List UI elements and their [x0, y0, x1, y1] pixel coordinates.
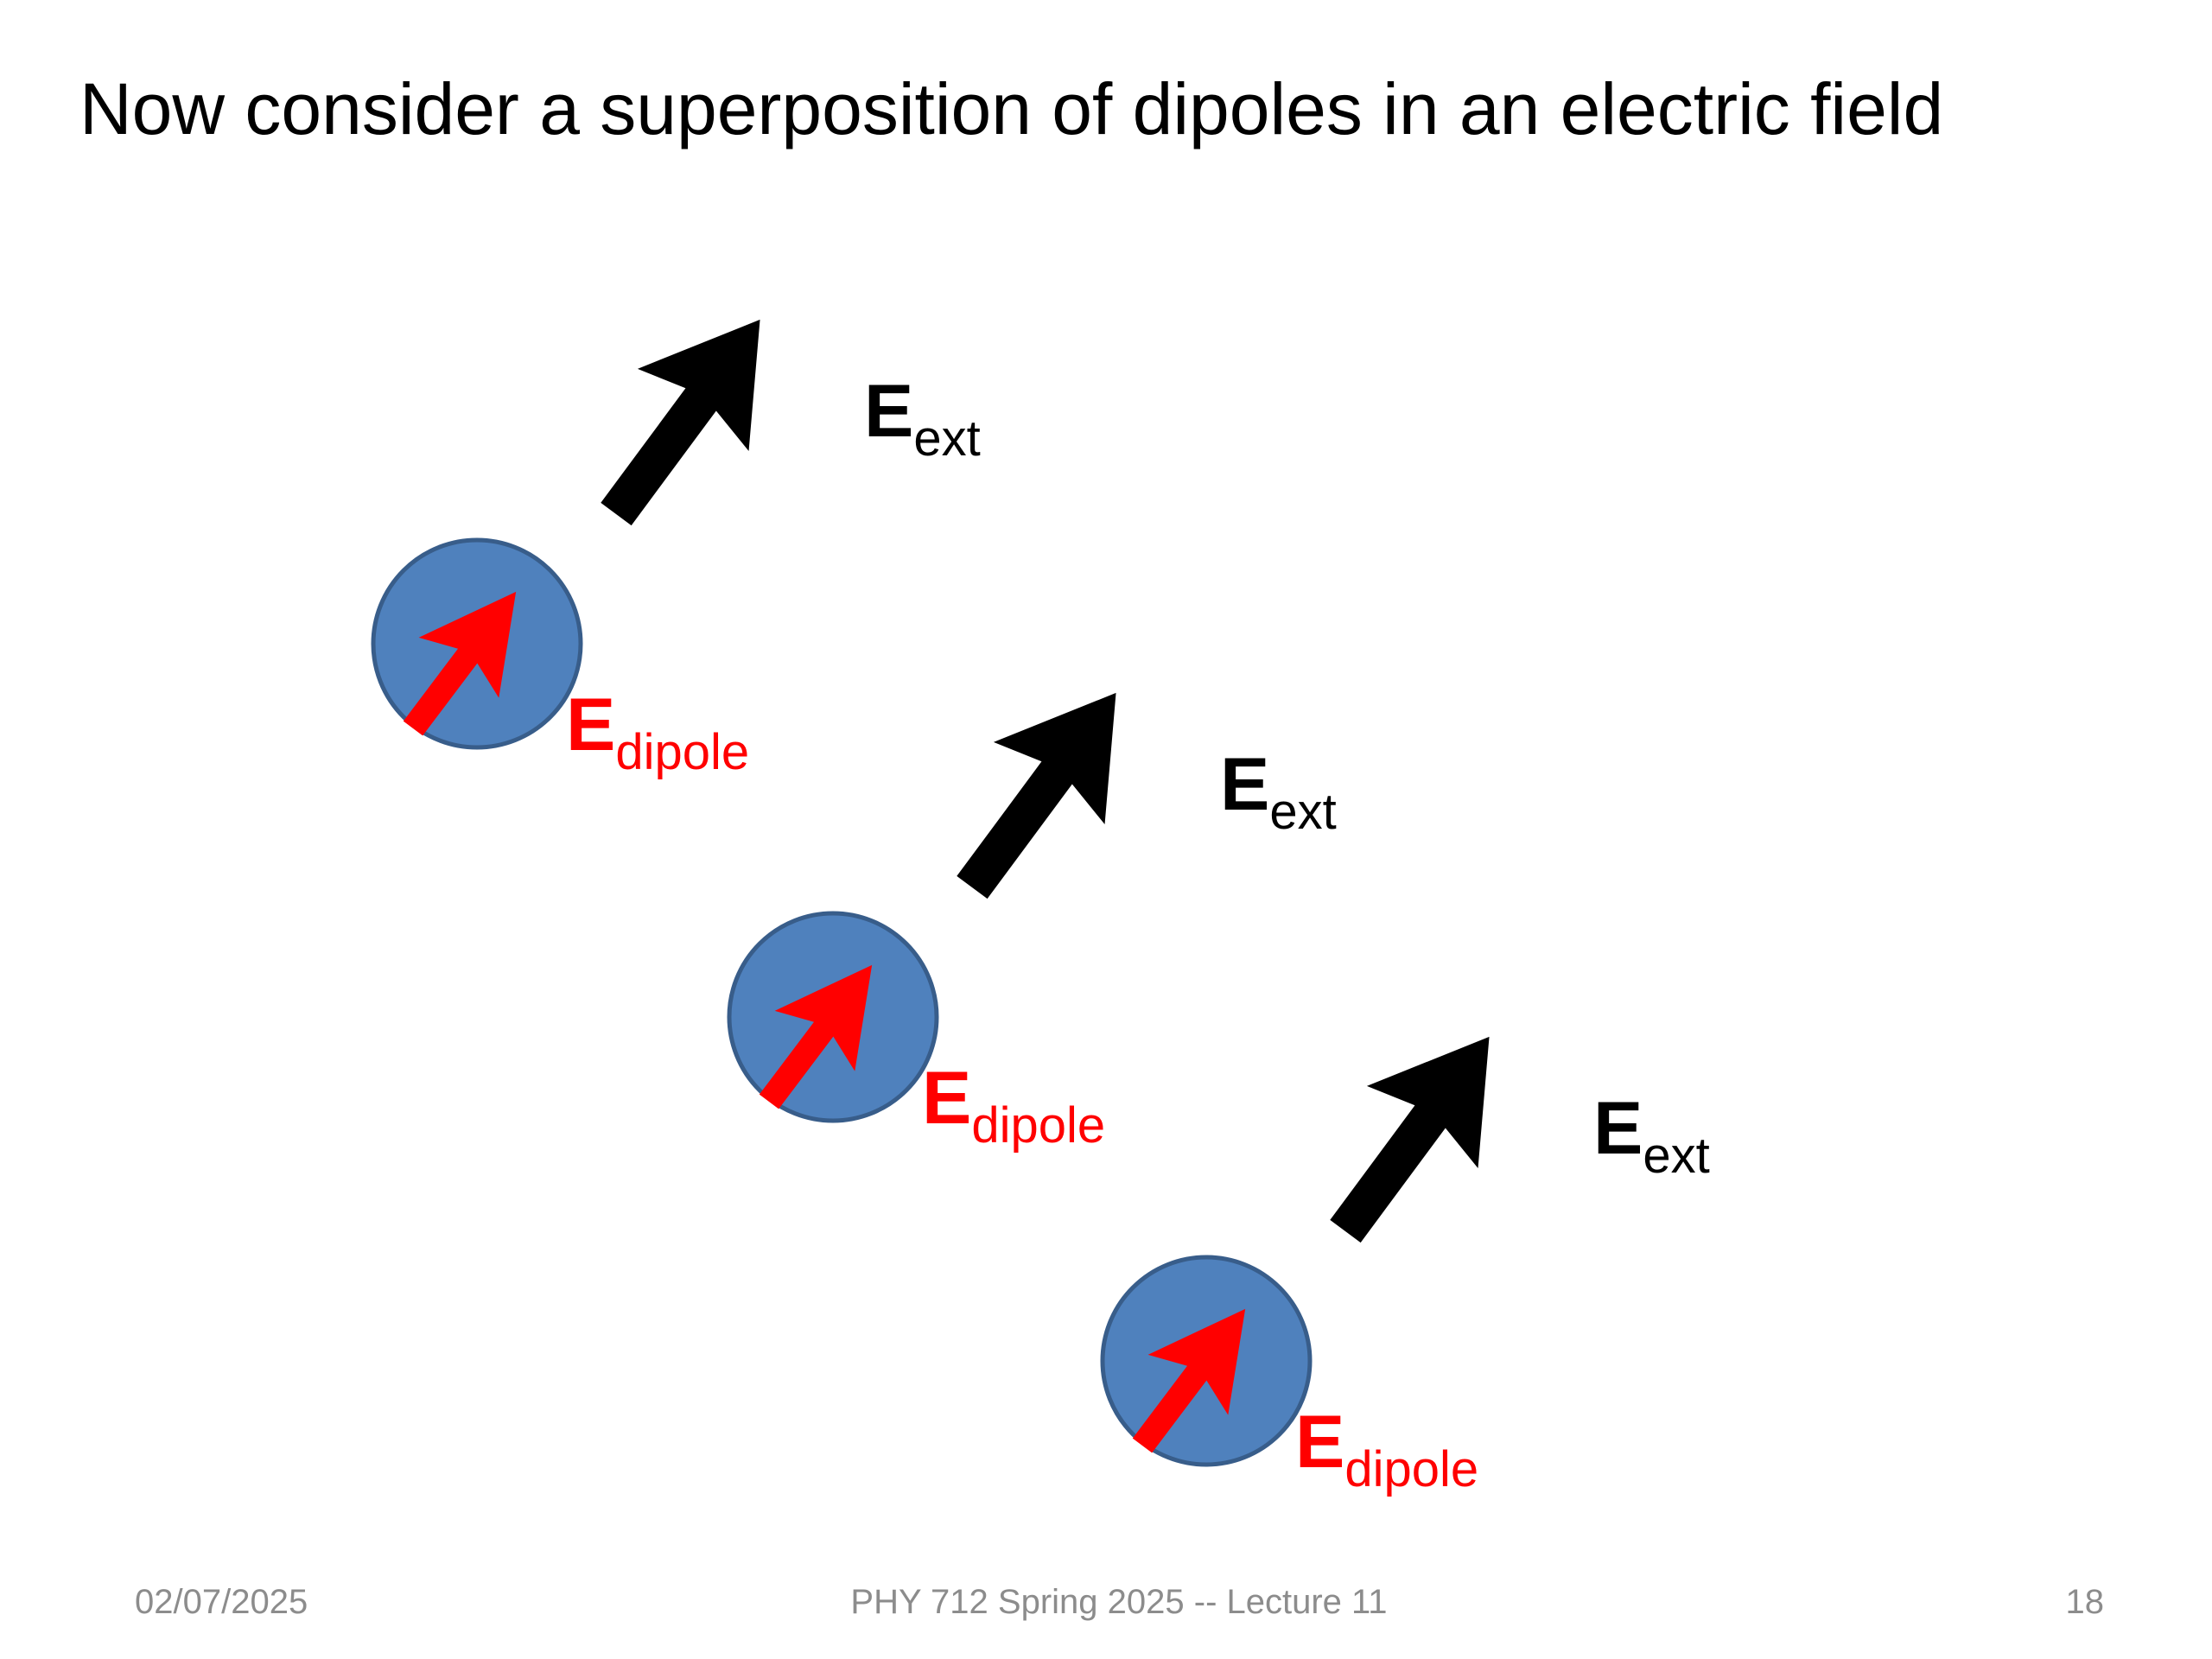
- dipole-label-main: E: [566, 683, 615, 766]
- external-field-label: Eext: [1220, 743, 1337, 840]
- dipole-label-main: E: [922, 1057, 971, 1140]
- field-arrow-shape: [560, 278, 816, 556]
- external-field-label: Eext: [864, 370, 981, 467]
- dipole-label-sub: dipole: [1344, 1441, 1478, 1497]
- dipole-field-label: Edipole: [1295, 1401, 1478, 1497]
- field-label-sub: ext: [1269, 784, 1336, 840]
- footer-date: 02/07/2025: [135, 1583, 308, 1621]
- footer-course: PHY 712 Spring 2025 -- Lecture 11: [850, 1583, 1388, 1621]
- external-field-label: Eext: [1593, 1087, 1710, 1184]
- field-label-sub: ext: [1643, 1128, 1709, 1184]
- field-label-main: E: [1220, 743, 1269, 826]
- external-field-arrow: [560, 278, 816, 556]
- field-arrow-shape: [1289, 995, 1545, 1273]
- dipole-label-sub: dipole: [615, 724, 749, 780]
- footer-page-number: 18: [2065, 1583, 2105, 1621]
- dipole-field-label: Edipole: [922, 1057, 1105, 1154]
- field-arrow-shape: [916, 652, 1172, 929]
- field-label-main: E: [1593, 1087, 1643, 1170]
- dipole-group-2: Eext Edipole: [727, 652, 1337, 1154]
- external-field-arrow: [916, 652, 1172, 929]
- dipole-label-main: E: [1295, 1401, 1344, 1484]
- slide-title: Now consider a superposition of dipoles …: [79, 68, 1944, 149]
- external-field-arrow: [1289, 995, 1545, 1273]
- dipole-label-sub: dipole: [971, 1097, 1105, 1154]
- field-label-main: E: [864, 370, 913, 453]
- field-label-sub: ext: [913, 410, 980, 467]
- dipole-field-label: Edipole: [566, 683, 749, 780]
- dipole-group-3: Eext Edipole: [1100, 995, 1710, 1497]
- dipole-group-1: Eext Edipole: [371, 278, 981, 780]
